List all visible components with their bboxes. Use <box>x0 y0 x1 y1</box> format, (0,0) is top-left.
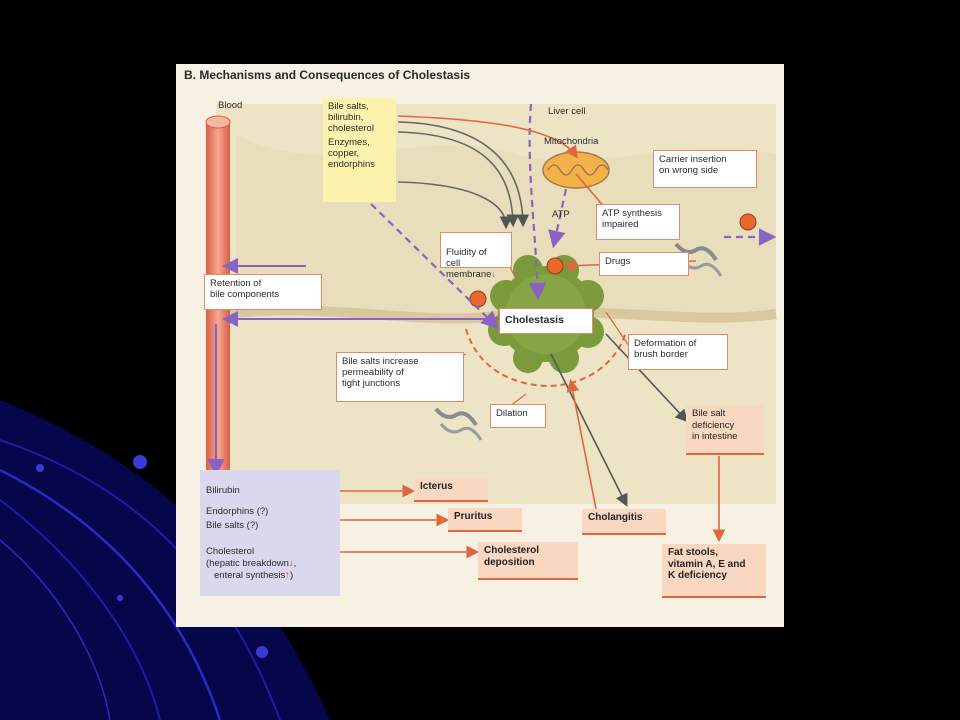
mitochondria-label: Mitochondria <box>544 136 599 147</box>
retention-box: Retention of bile components <box>204 274 322 310</box>
mitochondria-shape <box>542 151 610 189</box>
fat-stools-box: Fat stools, vitamin A, E and K deficienc… <box>662 544 766 598</box>
fluidity-box: Fluidity of cell membrane↓ <box>440 232 512 280</box>
bilirubin-text: Bilirubin <box>206 485 240 496</box>
down-arrow-icon: ↓ <box>288 558 294 569</box>
cholesterol-text: Cholesterol <box>206 546 255 557</box>
enzymes-text: Enzymes, copper, endorphins <box>328 137 376 170</box>
cholestasis-box: Cholestasis <box>499 308 593 334</box>
carrier-insertion-box: Carrier insertion on wrong side <box>653 150 757 188</box>
bile-salts-text: Bile salts, bilirubin, cholesterol <box>328 101 374 134</box>
cholesterol-deposition-box: Cholesterol deposition <box>478 542 578 580</box>
blood-label: Blood <box>218 100 243 111</box>
dilation-box: Dilation <box>490 404 546 428</box>
figure-title: B. Mechanisms and Consequences of Choles… <box>184 68 477 82</box>
atp-label: ATP <box>552 209 570 220</box>
endorphins-text: Endorphins (?) <box>206 506 269 517</box>
enteral-label: enteral synthesis <box>214 570 286 581</box>
icterus-box: Icterus <box>414 478 488 502</box>
up-arrow-icon: ↑ <box>285 570 291 581</box>
pruritus-box: Pruritus <box>448 508 522 532</box>
deformation-box: Deformation of brush border <box>628 334 728 370</box>
enteral-synthesis-text: enteral synthesis↑) <box>214 570 294 581</box>
liver-cell-label: Liver cell <box>548 106 586 117</box>
bile-salt-deficiency-box: Bile salt deficiency in intestine <box>686 405 764 455</box>
atp-synthesis-box: ATP synthesis impaired <box>596 204 680 240</box>
drugs-box: Drugs <box>599 252 689 276</box>
blood-vessel <box>206 122 230 522</box>
down-arrow-icon: ↓ <box>491 269 497 280</box>
fluidity-text: Fluidity of cell membrane <box>446 247 492 280</box>
tight-junctions-box: Bile salts increase permeability of tigh… <box>336 352 464 402</box>
diagram-card: B. Mechanisms and Consequences of Choles… <box>176 64 784 627</box>
bile-salts-text: Bile salts (?) <box>206 520 259 531</box>
systemic-effects-box: Bilirubin Endorphins (?) Bile salts (?) … <box>200 470 340 596</box>
hepatic-label: (hepatic breakdown <box>206 558 289 569</box>
bile-components-box: Bile salts, bilirubin, cholesterol Enzym… <box>323 98 396 202</box>
cholangitis-box: Cholangitis <box>582 509 666 535</box>
hepatic-breakdown-text: (hepatic breakdown↓, <box>206 558 297 569</box>
